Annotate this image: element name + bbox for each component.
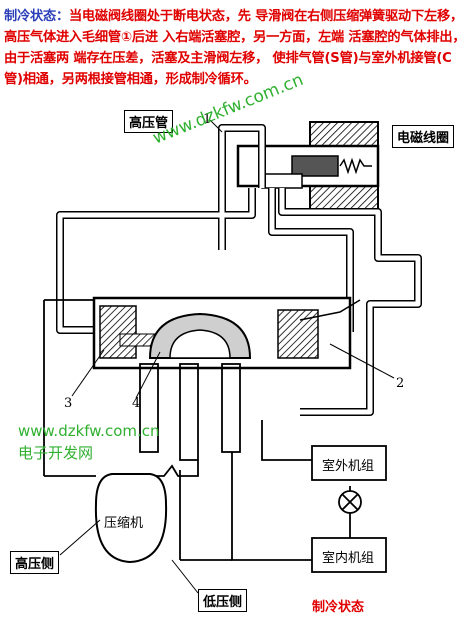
refrigerant-pipes [43,299,362,561]
number-4: 4 [132,396,141,411]
number-2: 2 [396,376,405,391]
number-1: 1 [203,112,212,127]
indoor-unit-box [311,537,387,573]
description-text: 当电磁阀线圈处于断电状态，先 导滑阀在右侧压缩弹簧驱动下左移，高压气体进入毛细管… [4,9,466,87]
outdoor-unit-box [311,445,387,481]
label-low-pressure-side: 低压侧 [198,589,248,612]
label-high-pressure-pipe: 高压管 [124,110,174,133]
label-solenoid-coil: 电磁线圈 [392,125,455,148]
description-paragraph: 制冷状态：当电磁阀线圈处于断电状态，先 导滑阀在右侧压缩弹簧驱动下左移，高压气体… [4,6,468,90]
compressor [94,473,168,564]
watermark-site: 电子开发网 [18,444,94,462]
label-outdoor-unit: 室外机组 [322,459,375,474]
description-lead: 制冷状态： [4,9,69,24]
number-3: 3 [64,396,73,411]
caption: 制冷状态 [312,600,365,615]
watermark-url: www.dzkfw.com.cn [18,422,160,440]
label-compressor: 压缩机 [104,516,144,531]
label-indoor-unit: 室内机组 [322,551,375,566]
leader-lines [59,119,395,594]
capillary-tubes [56,124,422,416]
label-high-pressure-side: 高压侧 [10,551,60,574]
main-valve-body [92,296,361,370]
